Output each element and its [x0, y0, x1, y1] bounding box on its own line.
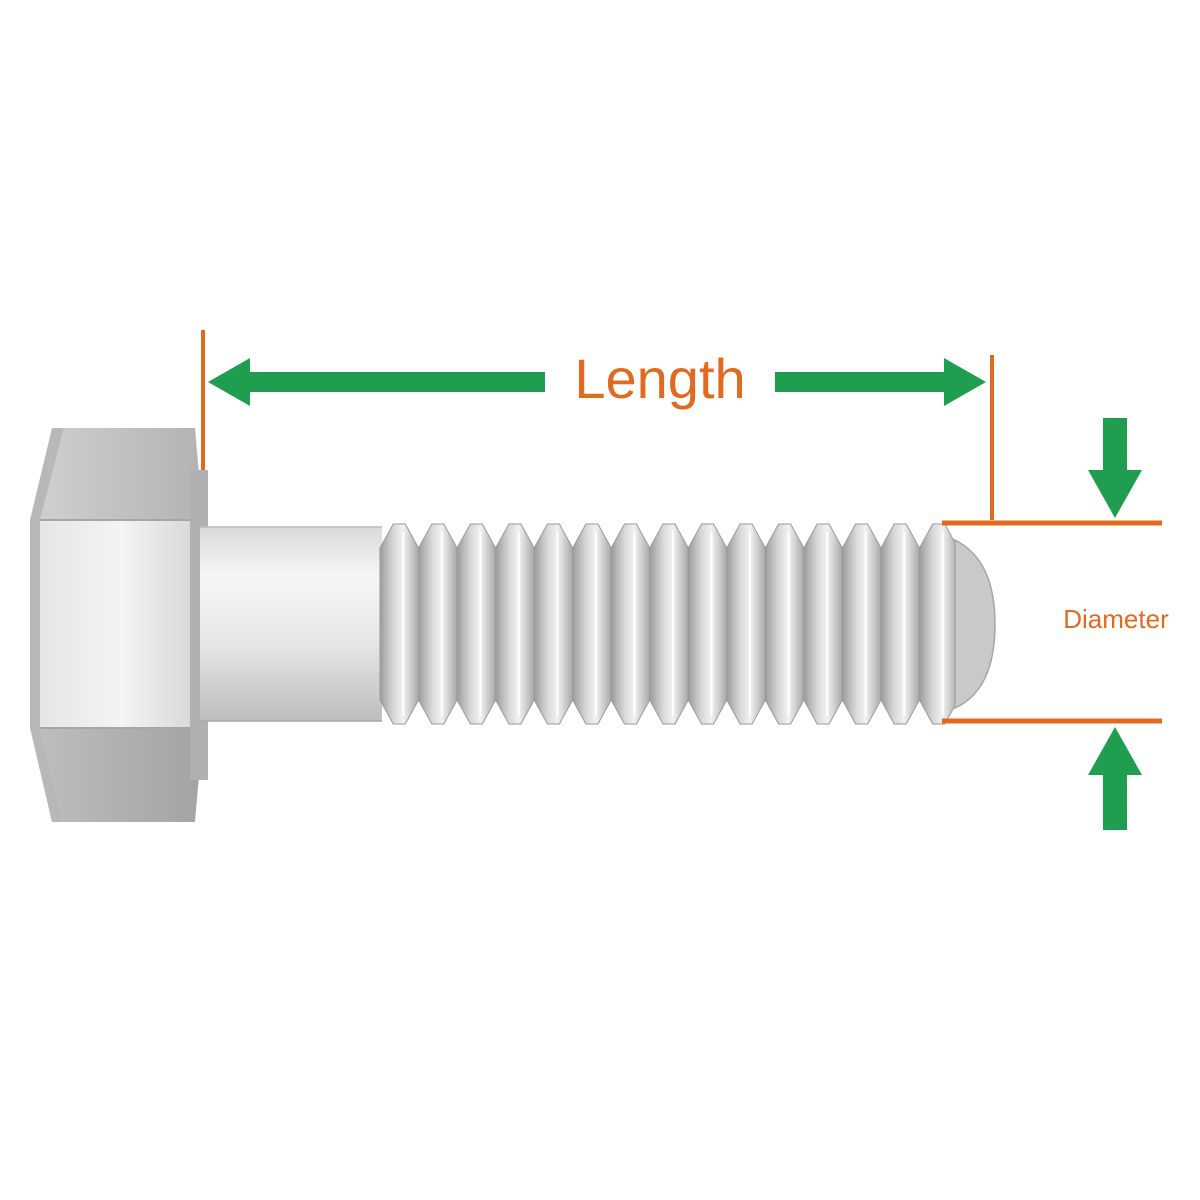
thread-ridge: [533, 523, 574, 725]
thread-ridge: [726, 523, 766, 725]
thread-ridge: [687, 523, 728, 725]
thread-ridge: [649, 523, 689, 725]
diameter-dimension: Diameter: [942, 418, 1169, 830]
bolt-shank: [200, 527, 382, 721]
thread-ridge: [841, 523, 882, 725]
thread-ridge: [379, 523, 420, 725]
thread-ridge: [572, 523, 612, 725]
thread-ridge: [803, 523, 843, 725]
bolt-head-left-edge: [30, 428, 64, 822]
length-dimension: Length: [201, 330, 994, 520]
diameter-label: Diameter: [1063, 604, 1169, 634]
thread-ridge: [918, 523, 959, 725]
arrow-down-icon: [1088, 418, 1142, 518]
bolt-tip: [954, 538, 996, 710]
bolt-head-top-face: [40, 428, 203, 520]
length-arrow-icon: [208, 358, 986, 406]
thread-ridge: [495, 523, 535, 725]
bolt-threads: [379, 523, 959, 725]
arrow-up-icon: [1088, 727, 1142, 830]
bolt-head: [30, 428, 208, 822]
length-label: Length: [574, 347, 745, 410]
thread-ridge: [456, 523, 497, 725]
bolt-head-middle-face: [40, 520, 203, 728]
thread-ridge: [880, 523, 920, 725]
thread-ridge: [764, 523, 805, 725]
thread-ridge: [418, 523, 458, 725]
bolt-head-bottom-face: [40, 728, 203, 822]
thread-ridge: [610, 523, 651, 725]
